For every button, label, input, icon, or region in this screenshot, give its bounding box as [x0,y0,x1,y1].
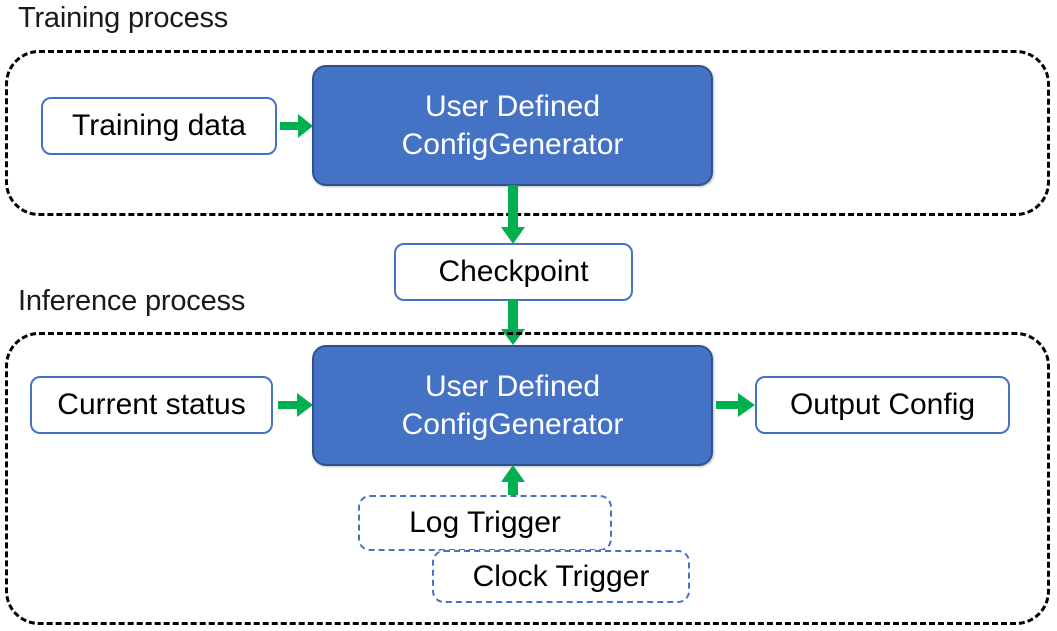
node-training-data-label: Training data [72,109,246,142]
node-current-status[interactable]: Current status [30,376,273,434]
training-process-container [5,50,1050,216]
node-inference-config-generator[interactable]: User Defined ConfigGenerator [312,345,713,466]
node-training-config-generator-line1: User Defined [424,89,601,123]
node-training-data[interactable]: Training data [41,97,277,155]
node-training-config-generator-line2: ConfigGenerator [401,127,624,161]
node-current-status-label: Current status [57,388,246,421]
node-inference-config-generator-line1: User Defined [424,369,601,403]
inference-process-container [5,332,1050,625]
node-clock-trigger-label: Clock Trigger [472,559,650,593]
arrow-generator-to-checkpoint [500,185,526,245]
arrow-current-status-to-generator [278,392,314,418]
node-clock-trigger[interactable]: Clock Trigger [432,550,690,603]
training-process-label: Training process [18,2,229,34]
node-output-config[interactable]: Output Config [755,376,1010,434]
node-checkpoint[interactable]: Checkpoint [394,243,633,301]
node-training-config-generator[interactable]: User Defined ConfigGenerator [312,65,713,186]
node-log-trigger[interactable]: Log Trigger [358,495,612,551]
node-log-trigger-label: Log Trigger [409,506,561,539]
arrow-generator-to-output-config [716,392,756,418]
arrow-training-data-to-generator [280,113,314,139]
node-checkpoint-label: Checkpoint [438,255,589,288]
arrow-triggers-to-generator [500,465,526,501]
node-inference-config-generator-line2: ConfigGenerator [401,407,624,441]
node-output-config-label: Output Config [789,388,976,421]
inference-process-label: Inference process [18,285,246,317]
